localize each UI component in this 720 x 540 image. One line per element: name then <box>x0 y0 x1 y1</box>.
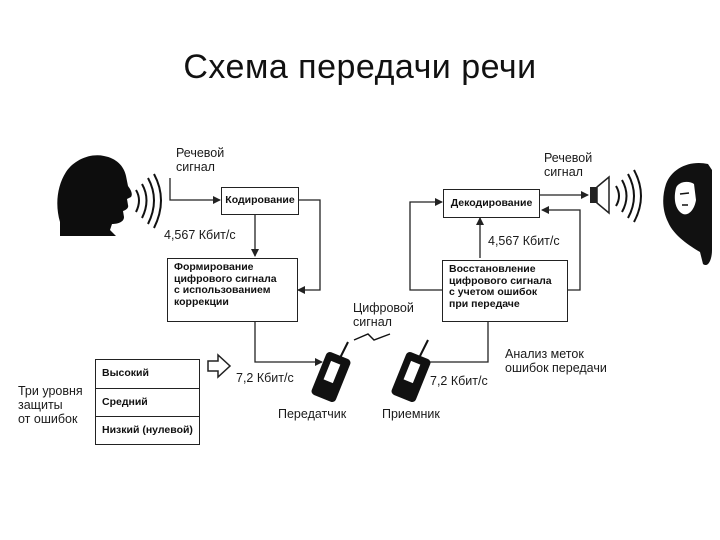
transmitter-label: Передатчик <box>278 407 347 421</box>
protection-caption: Три уровня защиты от ошибок <box>18 384 83 426</box>
receiver-radio-icon <box>391 339 431 402</box>
tx-rate-label: 7,2 Кбит/с <box>236 371 294 385</box>
sound-waves-icon <box>615 169 642 223</box>
forming-block: Формирование цифрового сигнала с использ… <box>167 258 298 322</box>
level-high: Высокий <box>102 367 149 380</box>
speech-signal-in-label: Речевой сигнал <box>176 146 225 174</box>
restoring-line-3: с учетом ошибок <box>449 286 538 298</box>
right-chain-connectors <box>409 191 589 363</box>
input-rate-label: 4,567 Кбит/с <box>164 228 236 242</box>
decoding-label: Декодирование <box>450 196 533 209</box>
forming-line-3: с использованием <box>174 284 271 296</box>
page-title: Схема передачи речи <box>183 48 537 86</box>
loudspeaker-icon <box>590 175 610 215</box>
listener-head-icon <box>663 162 712 266</box>
forming-line-2: цифрового сигнала <box>174 272 277 285</box>
level-low: Низкий (нулевой) <box>96 416 199 445</box>
transmitter-radio-icon <box>311 341 351 402</box>
protection-levels-table: Высокий Средний Низкий (нулевой) <box>95 359 200 445</box>
digital-signal-label: Цифровой сигнал <box>353 301 414 329</box>
receiver-label: Приемник <box>382 407 440 421</box>
forming-line-4: коррекции <box>174 295 229 308</box>
restoring-line-1: Восстановление <box>449 263 536 275</box>
decoding-block: Декодирование <box>443 189 540 218</box>
left-chain-connectors <box>169 178 323 366</box>
speech-signal-out-label: Речевой сигнал <box>544 151 593 179</box>
restoring-line-4: при передаче <box>449 297 520 310</box>
lightning-icon <box>353 333 391 341</box>
error-analysis-label: Анализ меток ошибок передачи <box>505 347 607 375</box>
hollow-arrow-icon <box>207 353 232 379</box>
forming-line-1: Формирование <box>174 261 254 273</box>
restoring-line-2: цифрового сигнала <box>449 274 552 287</box>
level-medium: Средний <box>96 388 199 417</box>
encoding-label: Кодирование <box>225 194 295 207</box>
output-rate-label: 4,567 Кбит/с <box>488 234 560 248</box>
sound-waves-icon <box>135 173 162 229</box>
speaker-head-icon <box>57 155 132 236</box>
restoring-block: Восстановление цифрового сигнала с учето… <box>442 260 568 322</box>
rx-rate-label: 7,2 Кбит/с <box>430 374 488 388</box>
encoding-block: Кодирование <box>221 187 299 215</box>
